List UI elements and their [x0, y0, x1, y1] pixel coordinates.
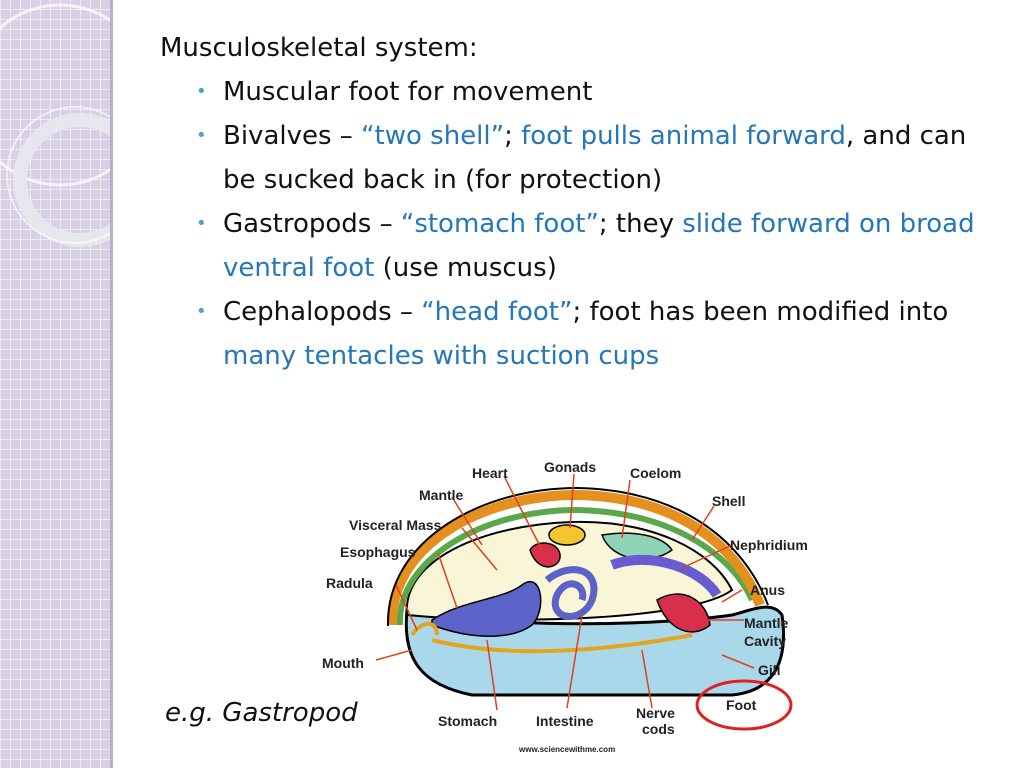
label-gill: Gill — [758, 662, 781, 678]
label-intestine: Intestine — [536, 713, 594, 729]
label-heart: Heart — [472, 465, 508, 481]
label-esophagus: Esophagus — [340, 544, 416, 560]
label-coelom: Coelom — [630, 465, 681, 481]
slide-heading: Musculoskeletal system: — [160, 33, 478, 63]
label-radula: Radula — [326, 575, 373, 591]
decorative-rings — [0, 3, 113, 247]
bullet-item: • Gastropods – “stomach foot”; they slide… — [160, 202, 990, 290]
highlighted-text: “two shell” — [361, 121, 505, 151]
nephridium-shape — [610, 554, 722, 598]
shell-outline — [386, 486, 769, 627]
slide-content: Musculoskeletal system: • Muscular foot f… — [160, 26, 990, 378]
label-mantle: Mantle — [419, 487, 464, 503]
label-visceral-mass: Visceral Mass — [349, 517, 442, 533]
label-mantle-cavity-line2: Cavity — [744, 633, 786, 649]
highlighted-text: slide forward on broad ventral foot — [223, 209, 975, 283]
label-nerve-cords-line1: Nerve — [636, 705, 675, 721]
label-shell: Shell — [712, 493, 745, 509]
bullet-dot-icon: • — [196, 81, 207, 102]
bullet-item: • Muscular foot for movement — [160, 70, 990, 114]
label-mantle-cavity-line1: Mantle — [744, 615, 789, 631]
bullet-text: Bivalves – — [223, 121, 362, 151]
bullet-text: Gastropods – — [223, 209, 401, 239]
bullet-list: • Muscular foot for movement • Bivalves – “… — [160, 70, 990, 378]
nerve-cord-shape — [431, 633, 693, 654]
mantle-shape — [396, 506, 755, 626]
highlighted-text: “head foot” — [421, 297, 573, 327]
gill-shape — [656, 593, 711, 633]
label-leader-lines — [375, 473, 755, 711]
label-gonads: Gonads — [544, 459, 596, 475]
coelom-shape — [600, 532, 674, 560]
bullet-dot-icon: • — [196, 213, 207, 234]
bullet-dot-icon: • — [196, 301, 207, 322]
label-stomach: Stomach — [438, 713, 497, 729]
sidebar-edge — [110, 0, 113, 768]
bullet-text: Cephalopods – — [223, 297, 422, 327]
label-anus: Anus — [750, 582, 785, 598]
bullet-text: , and can be sucked back in (for protect… — [223, 121, 967, 195]
example-caption: e.g. Gastropod — [165, 698, 358, 728]
foot-highlight-circle — [695, 679, 793, 731]
gonads-shape — [548, 524, 586, 546]
label-nerve-cords-line2: cods — [642, 721, 675, 737]
bullet-text: ; — [504, 121, 522, 151]
bullet-text: ; they — [598, 209, 683, 239]
intestine-shape — [544, 566, 598, 620]
label-nephridium: Nephridium — [730, 537, 808, 553]
gastropod-anatomy-diagram: Heart Gonads Coelom Shell Mantle Viscera… — [322, 459, 808, 754]
stomach-shape — [431, 581, 542, 637]
bullet-text: Muscular foot for movement — [223, 77, 593, 107]
bullet-text: ; foot has been modified into — [572, 297, 949, 327]
bullet-item: • Bivalves – “two shell”; foot pulls anim… — [160, 114, 990, 202]
decorative-sidebar — [0, 0, 113, 768]
bullet-dot-icon: • — [196, 125, 207, 146]
highlighted-text: many tentacles with suction cups — [223, 341, 660, 371]
highlighted-text: “stomach foot” — [400, 209, 599, 239]
label-mouth: Mouth — [322, 655, 364, 671]
radula-shape — [410, 621, 439, 637]
shell-shape — [386, 489, 765, 626]
label-foot: Foot — [726, 697, 757, 713]
bullet-text: (use muscus) — [374, 253, 557, 283]
highlighted-text: foot pulls animal forward — [521, 121, 846, 151]
heart-shape — [529, 542, 561, 568]
bullet-item: • Cephalopods – “head foot”; foot has bee… — [160, 290, 990, 378]
diagram-credit: www.sciencewithme.com — [518, 745, 615, 754]
